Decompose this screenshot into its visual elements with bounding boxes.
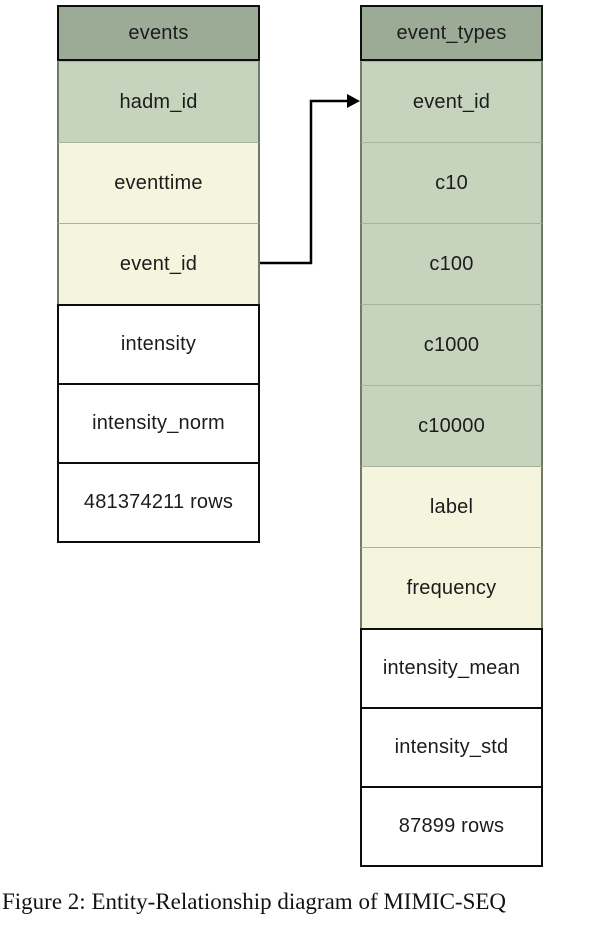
table-field-intensity-mean: intensity_mean [360, 628, 543, 709]
table-field-frequency: frequency [360, 547, 543, 628]
table-field-event-id: event_id [57, 223, 260, 304]
figure-caption: Figure 2: Entity-Relationship diagram of… [2, 889, 507, 914]
table-field-c10000: c10000 [360, 385, 543, 466]
table-field-intensity: intensity [57, 304, 260, 385]
arrow-line [258, 99, 349, 265]
table-field-481374211-rows: 481374211 rows [57, 462, 260, 543]
arrow-head [347, 94, 360, 108]
table-field-87899-rows: 87899 rows [360, 786, 543, 867]
table-header-event_types: event_types [360, 5, 543, 61]
table-header-events: events [57, 5, 260, 61]
table-field-c1000: c1000 [360, 304, 543, 385]
table-field-eventtime: eventtime [57, 142, 260, 223]
table-field-c100: c100 [360, 223, 543, 304]
table-field-intensity-norm: intensity_norm [57, 383, 260, 464]
table-field-hadm-id: hadm_id [57, 61, 260, 142]
table-field-event-id: event_id [360, 61, 543, 142]
table-field-c10: c10 [360, 142, 543, 223]
table-field-intensity-std: intensity_std [360, 707, 543, 788]
table-field-label: label [360, 466, 543, 547]
